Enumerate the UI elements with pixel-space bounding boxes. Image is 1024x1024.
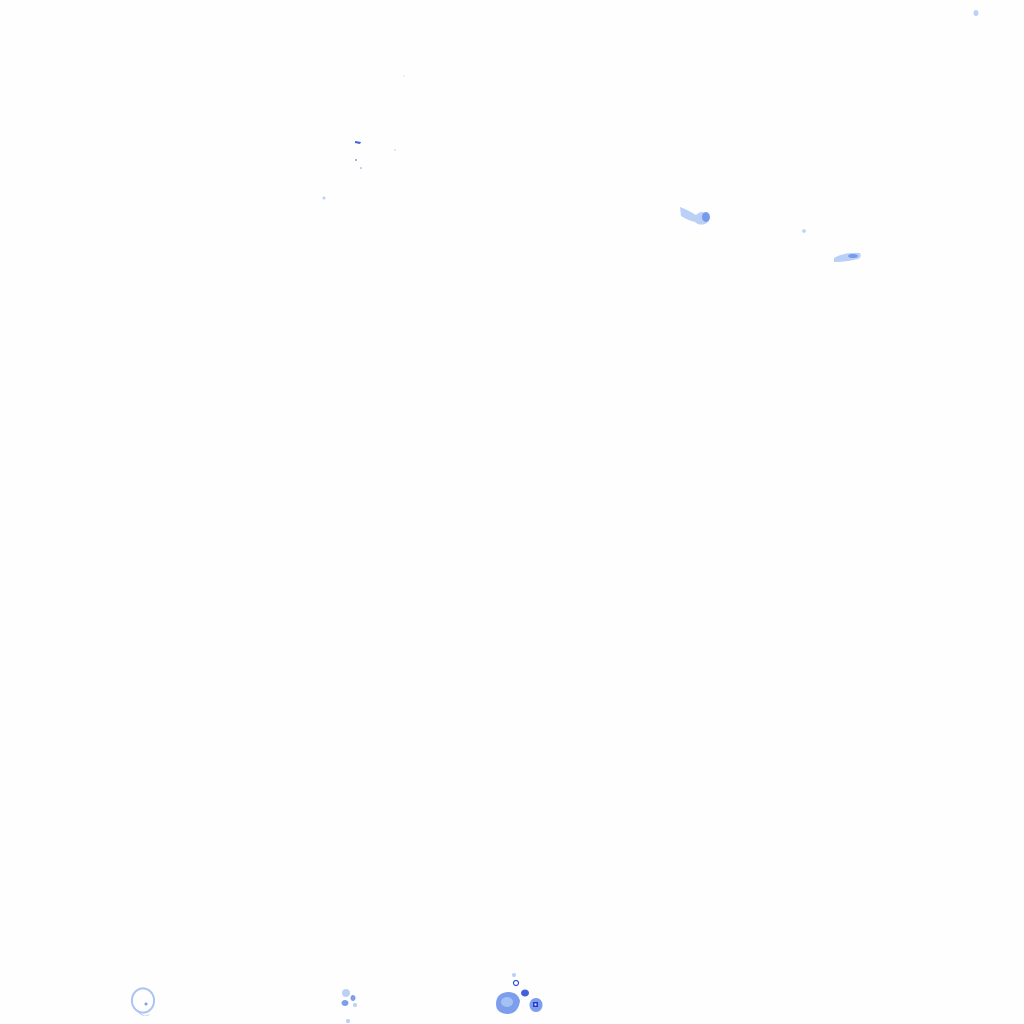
speck [360,167,362,169]
speck [346,1019,350,1023]
speck [355,141,361,144]
speck [512,973,516,977]
speck [403,75,405,77]
speck [680,207,709,225]
speck [342,989,350,997]
speck [501,997,513,1007]
speck [322,196,326,200]
speck [973,10,979,16]
speck [353,1003,357,1007]
speck [355,159,357,161]
speck [138,1012,150,1016]
speck [534,1003,537,1006]
speck [512,979,520,987]
speck [144,1002,148,1006]
speck [130,987,156,1014]
speck [521,989,529,997]
speck [802,229,806,233]
speck [702,212,710,222]
speck [834,252,861,262]
speck [394,149,396,151]
speck [341,1000,349,1006]
speck [848,254,858,258]
speck [350,995,356,1001]
